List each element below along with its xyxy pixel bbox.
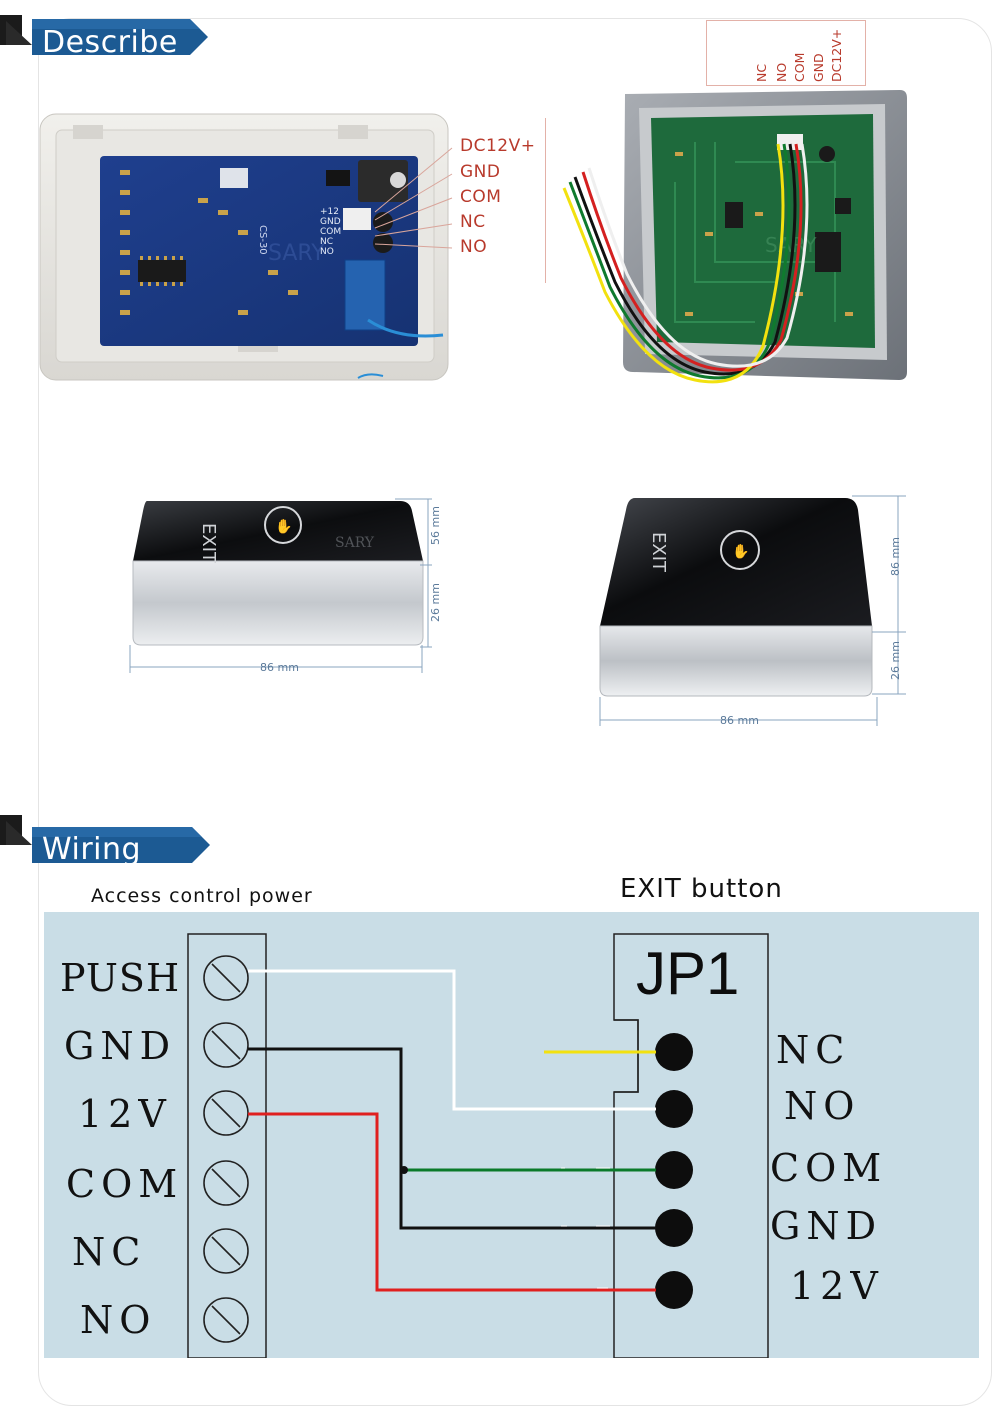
square-callout-nc: NC	[754, 63, 769, 82]
screw-terminal-gnd	[203, 1022, 249, 1068]
board-model: CS-30	[257, 225, 268, 255]
access-control-title: Access control power	[91, 885, 313, 907]
exit-button-rect-photo: EXIT ✋ SARY	[125, 495, 455, 685]
jp1-label-gnd: GND	[770, 1204, 883, 1248]
board-callout-com: COM	[460, 187, 502, 207]
terminal-label-gnd: GND	[64, 1024, 177, 1068]
terminal-block	[187, 933, 267, 1358]
board-callout-leaders	[374, 147, 453, 249]
jp1-label-com: COM	[770, 1146, 888, 1190]
board-callout-box	[450, 118, 546, 283]
dimensions-square: 86 mm 26 mm 86 mm	[599, 495, 906, 727]
exit-text-rect: EXIT	[198, 523, 219, 564]
wiring-banner: Wiring	[0, 815, 215, 867]
jp1-label-nc: NC	[776, 1028, 851, 1072]
square-callout-no: NO	[774, 62, 789, 82]
terminal-label-push: PUSH	[60, 956, 181, 1000]
board-callout-no: NO	[460, 237, 488, 257]
board-pin-nc: NC	[320, 237, 333, 247]
dim-width-rect: 86 mm	[260, 661, 299, 674]
jp1-pin-nc	[655, 1033, 693, 1071]
wiring-diagram: JP1	[187, 933, 769, 1358]
jp1-pin-gnd	[655, 1209, 693, 1247]
wire-power	[248, 1112, 656, 1292]
board-pin-12v: +12	[320, 207, 339, 217]
board-photo: SARY CS-30 +12 GND COM NC NO	[38, 110, 450, 385]
dim-width-square: 86 mm	[720, 714, 759, 727]
terminal-label-com: COM	[66, 1162, 184, 1206]
describe-banner: Describe	[0, 15, 215, 65]
board-brand: SARY	[268, 241, 325, 266]
jp1-pin-no	[655, 1090, 693, 1128]
exit-button-title: EXIT button	[620, 874, 783, 904]
jp1-label: JP1	[636, 940, 739, 1007]
board-pin-no: NO	[320, 247, 334, 257]
exit-text-square: EXIT	[648, 532, 669, 573]
wire-push-no	[248, 969, 656, 1111]
square-board-photo: SARY	[555, 82, 915, 412]
board-callout-nc: NC	[460, 212, 486, 232]
board-callout-dc12v: DC12V+	[460, 136, 536, 156]
square-callout-com: COM	[792, 52, 807, 82]
square-callout-dc12v: DC12V+	[829, 28, 844, 82]
jp1-label-no: NO	[784, 1084, 861, 1128]
svg-text:✋: ✋	[732, 543, 749, 560]
jp1-label-12v: 12V	[790, 1264, 884, 1308]
svg-text:✋: ✋	[275, 518, 292, 535]
screw-terminal-no	[203, 1297, 249, 1343]
square-callout-box	[706, 20, 866, 86]
screw-terminal-12v	[203, 1090, 249, 1136]
wire-gnd	[248, 1047, 656, 1230]
screw-terminal-push	[203, 955, 249, 1001]
exit-brand-rect: SARY	[335, 535, 375, 551]
describe-title: Describe	[42, 25, 178, 60]
dimensions-rect: 56 mm 26 mm 86 mm	[129, 498, 442, 674]
screw-terminal-com	[203, 1160, 249, 1206]
screw-terminal-nc	[203, 1228, 249, 1274]
terminal-label-nc: NC	[72, 1230, 147, 1274]
wiring-title: Wiring	[42, 832, 142, 867]
terminal-label-no: NO	[80, 1298, 157, 1342]
square-callout-gnd: GND	[811, 53, 826, 82]
board-pin-gnd: GND	[320, 217, 341, 227]
board-callout-gnd: GND	[460, 162, 501, 182]
board-pin-com: COM	[320, 227, 341, 237]
jp1-pin-com	[655, 1151, 693, 1189]
jp1-pin-12v	[655, 1271, 693, 1309]
wiring-panel: JP1 PUSH GND 12V COM NC NO NC NO COM GND…	[44, 912, 979, 1358]
terminal-label-12v: 12V	[78, 1092, 172, 1136]
wire-junction	[400, 1166, 408, 1174]
dim-depth-rect: 26 mm	[429, 583, 442, 622]
dim-height-rect: 56 mm	[429, 506, 442, 545]
dim-height-square: 86 mm	[889, 537, 902, 576]
dim-depth-square: 26 mm	[889, 641, 902, 680]
exit-button-square-photo: EXIT ✋	[590, 492, 890, 707]
page-frame	[38, 18, 992, 1406]
